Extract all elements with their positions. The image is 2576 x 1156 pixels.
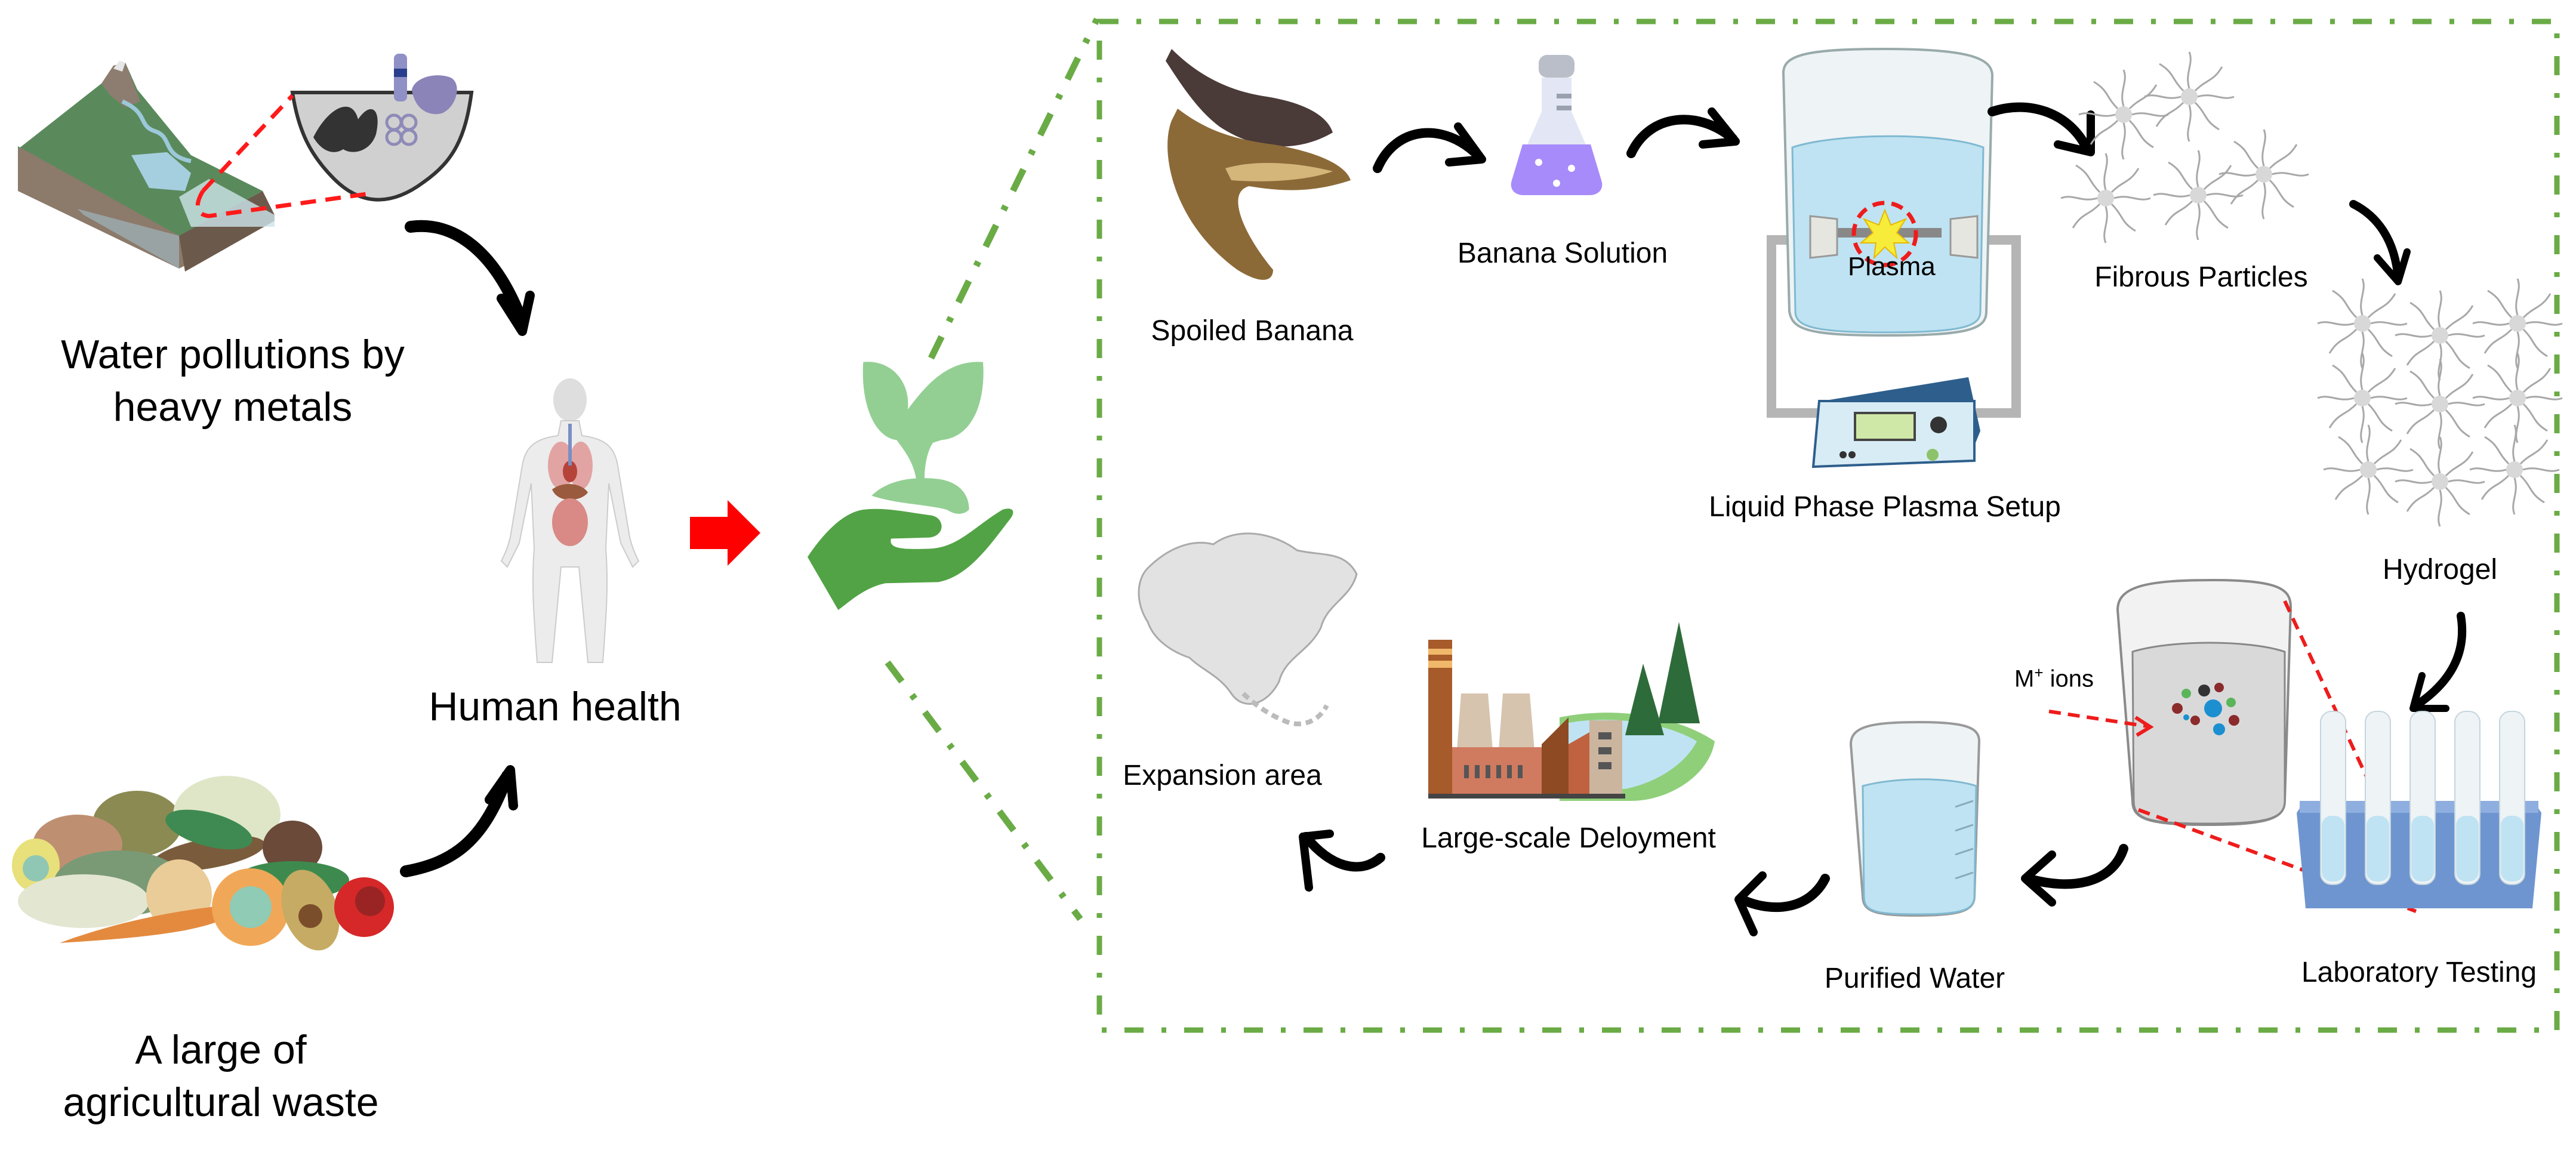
agricultural-waste-label: A large of agricultural waste	[12, 1024, 430, 1129]
water-pollution-label-line1: Water pollutions by	[61, 332, 405, 377]
beaker-ions-illustration	[2116, 578, 2292, 827]
plasma-inner-label: Plasma	[1848, 252, 1936, 281]
flask-icon	[1511, 55, 1603, 195]
red-arrow-icon	[690, 500, 760, 566]
human-health-label: Human health	[429, 684, 682, 729]
plasma-setup-label: Liquid Phase Plasma Setup	[1709, 491, 2061, 523]
hand-plant-icon	[808, 362, 1013, 610]
fibrous-particles-label: Fibrous Particles	[2094, 261, 2308, 293]
laboratory-testing-label: Laboratory Testing	[2301, 957, 2537, 988]
test-tube-rack-icon	[2297, 711, 2541, 908]
factory-icon	[1428, 622, 1715, 801]
process-panel: Spoiled Banana Banana Solution	[1096, 19, 2563, 1033]
arrow-to-expansion	[1299, 830, 1385, 892]
arrow-plasma-to-fibrous	[1988, 102, 2095, 156]
hydrogel-label: Hydrogel	[2382, 554, 2498, 585]
spoiled-banana-icon	[1166, 49, 1351, 280]
purified-water-beaker-icon	[1849, 720, 1981, 917]
ions-label-sup: +	[2034, 664, 2044, 682]
water-pollution-label-line2: heavy metals	[113, 384, 353, 430]
water-pollution-label: Water pollutions by heavy metals	[18, 328, 448, 433]
process-panel-border	[1096, 19, 2560, 1033]
banana-solution-label: Banana Solution	[1457, 238, 1668, 269]
large-scale-deployment-label: Large-scale Deloyment	[1421, 822, 1716, 854]
arrow-hydrogel-to-lab	[2409, 612, 2467, 712]
human-body-icon	[500, 378, 640, 663]
asia-map-icon	[1138, 532, 1358, 726]
purified-water-label: Purified Water	[1824, 963, 2005, 994]
agricultural-waste-label-line2: agricultural waste	[63, 1080, 379, 1125]
arrow-solution-to-plasma	[1626, 107, 1740, 158]
expansion-area-label: Expansion area	[1123, 760, 1322, 791]
arrow-to-purified-water	[2021, 844, 2128, 907]
arrow-fibrous-to-hydrogel	[2349, 200, 2411, 285]
pollution-zoom-callout	[195, 94, 368, 218]
ions-label-base: M	[2014, 665, 2035, 692]
curved-arrow-from-waste	[400, 765, 518, 877]
spoiled-banana-label: Spoiled Banana	[1151, 315, 1354, 347]
plasma-setup-illustration	[1767, 47, 2021, 468]
curved-arrow-to-health	[405, 220, 535, 336]
agricultural-waste-label-line1: A large of	[135, 1027, 307, 1072]
ions-label: M+ ions	[2014, 664, 2094, 692]
arrow-to-deployment	[1734, 871, 1830, 936]
ions-label-rest: ions	[2043, 665, 2094, 692]
agricultural-waste-illustration	[12, 776, 394, 951]
arrow-banana-to-solution	[1373, 122, 1486, 173]
pollution-inset-illustration	[290, 54, 474, 202]
